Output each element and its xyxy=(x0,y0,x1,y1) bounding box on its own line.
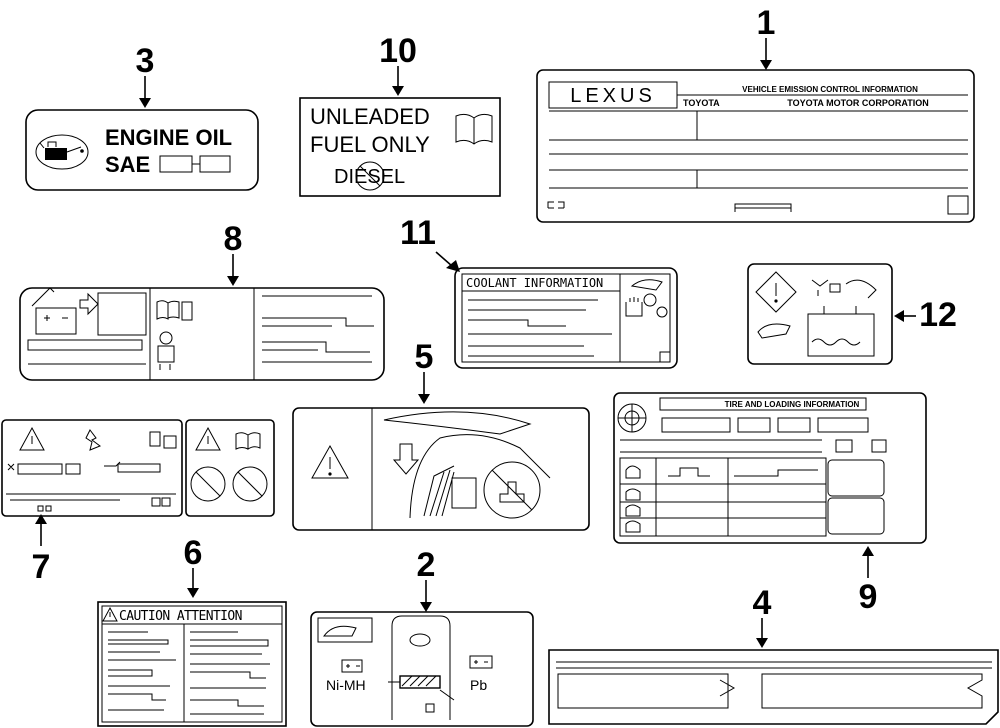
label-fuel: UNLEADED FUEL ONLY DIESEL xyxy=(299,97,501,197)
label-reservoir-warning xyxy=(747,263,893,365)
warning-triangle-icon xyxy=(311,444,349,479)
battery-lead-label: Pb xyxy=(470,677,487,693)
label-caution: CAUTION ATTENTION xyxy=(97,601,287,727)
caution-heading: CAUTION ATTENTION xyxy=(119,609,242,624)
label-engine-oil: ENGINE OIL SAE xyxy=(25,109,259,191)
svg-text:11: 11 xyxy=(400,214,436,252)
engine-oil-title: ENGINE OIL xyxy=(105,125,232,150)
callout-3: 3 xyxy=(136,42,155,108)
fuel-line2: FUEL ONLY xyxy=(310,132,430,157)
callout-6: 6 xyxy=(184,534,203,598)
emission-heading: VEHICLE EMISSION CONTROL INFORMATION xyxy=(742,85,918,94)
warning-triangle-icon xyxy=(102,606,118,622)
fuel-line1: UNLEADED xyxy=(310,104,430,129)
callout-4: 4 xyxy=(753,584,772,648)
callout-2: 2 xyxy=(417,546,436,612)
warning-triangle-icon xyxy=(195,426,221,451)
callout-12: 12 xyxy=(894,296,957,334)
svg-text:9: 9 xyxy=(859,578,878,616)
callout-10: 10 xyxy=(379,32,417,96)
reservoir-icon xyxy=(630,279,663,291)
svg-text:2: 2 xyxy=(417,546,436,584)
callout-9: 9 xyxy=(859,546,878,616)
svg-text:8: 8 xyxy=(224,220,243,258)
owners-manual-icon xyxy=(455,113,493,145)
label-coolant: COOLANT INFORMATION xyxy=(454,267,678,369)
svg-text:7: 7 xyxy=(32,548,51,586)
prohibition-icon xyxy=(355,161,385,191)
coolant-heading: COOLANT INFORMATION xyxy=(466,276,603,290)
callout-1: 1 xyxy=(757,4,776,70)
label-liftgate-warning xyxy=(292,407,590,531)
battery-icon xyxy=(31,287,77,335)
brand-logo: LEXUS xyxy=(570,85,656,107)
engine-oil-sae: SAE xyxy=(105,152,150,177)
label-long-strip xyxy=(548,649,999,725)
warning-triangle-icon xyxy=(19,426,45,451)
battery-hybrid-label: Ni-MH xyxy=(326,677,366,693)
svg-text:3: 3 xyxy=(136,42,155,80)
svg-text:6: 6 xyxy=(184,534,203,572)
label-warning-icons xyxy=(1,419,275,517)
callout-8: 8 xyxy=(224,220,243,286)
glove-icon xyxy=(157,331,175,370)
glove-icon xyxy=(625,293,668,318)
owners-manual-icon xyxy=(235,432,261,450)
battery-icon xyxy=(341,655,493,673)
svg-text:10: 10 xyxy=(379,32,417,70)
svg-text:12: 12 xyxy=(919,296,957,334)
prohibition-icon xyxy=(190,466,268,502)
tire-heading: TIRE AND LOADING INFORMATION xyxy=(725,400,860,409)
callout-5: 5 xyxy=(415,338,434,404)
tire-icon xyxy=(617,403,647,433)
prohibition-icon xyxy=(483,461,541,519)
fuel-line3: DIESEL xyxy=(334,166,405,188)
label-battery-warning xyxy=(19,287,385,381)
svg-text:1: 1 xyxy=(757,4,776,42)
owners-manual-icon xyxy=(156,300,193,321)
label-emission-control: LEXUS VEHICLE EMISSION CONTROL INFORMATI… xyxy=(536,69,975,223)
maker-short: TOYOTA xyxy=(683,98,720,108)
oil-can-icon xyxy=(35,134,89,170)
callout-11: 11 xyxy=(400,214,460,272)
warning-diamond-icon xyxy=(755,271,797,313)
svg-text:4: 4 xyxy=(753,584,772,622)
svg-text:5: 5 xyxy=(415,338,434,376)
callout-7: 7 xyxy=(32,514,51,586)
maker-full: TOYOTA MOTOR CORPORATION xyxy=(787,98,929,108)
label-tire-loading: TIRE AND LOADING INFORMATION xyxy=(613,392,927,544)
label-battery-location: Ni-MH Pb xyxy=(310,611,534,727)
